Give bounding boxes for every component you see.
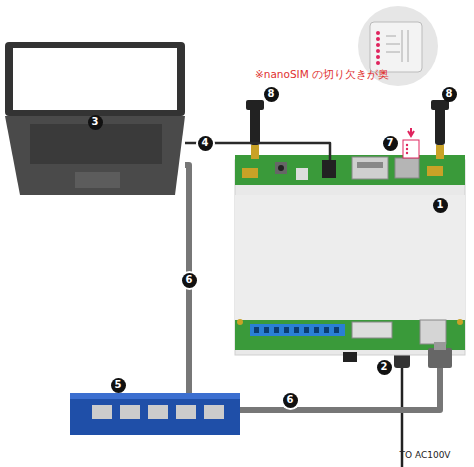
callout-number: 6: [283, 393, 298, 408]
callout-number: 3: [88, 115, 103, 130]
switching-hub-shape: [70, 393, 240, 435]
cable: [240, 368, 440, 410]
callout-number: 4: [198, 136, 213, 151]
switching-hub: 5: [70, 393, 240, 435]
callout-number: 6: [182, 273, 197, 288]
note-text: ※nanoSIM の切り欠きが奥: [255, 68, 389, 82]
power-label: TO AC100V: [399, 450, 450, 460]
callout-number: 8: [442, 87, 457, 102]
callout-number: 5: [111, 378, 126, 393]
callout-number: 1: [433, 198, 448, 213]
device: 1: [235, 160, 465, 355]
laptop: 3: [5, 42, 185, 195]
callout-number: 2: [377, 360, 392, 375]
callout-number: 8: [264, 87, 279, 102]
callout-number: 7: [383, 136, 398, 151]
